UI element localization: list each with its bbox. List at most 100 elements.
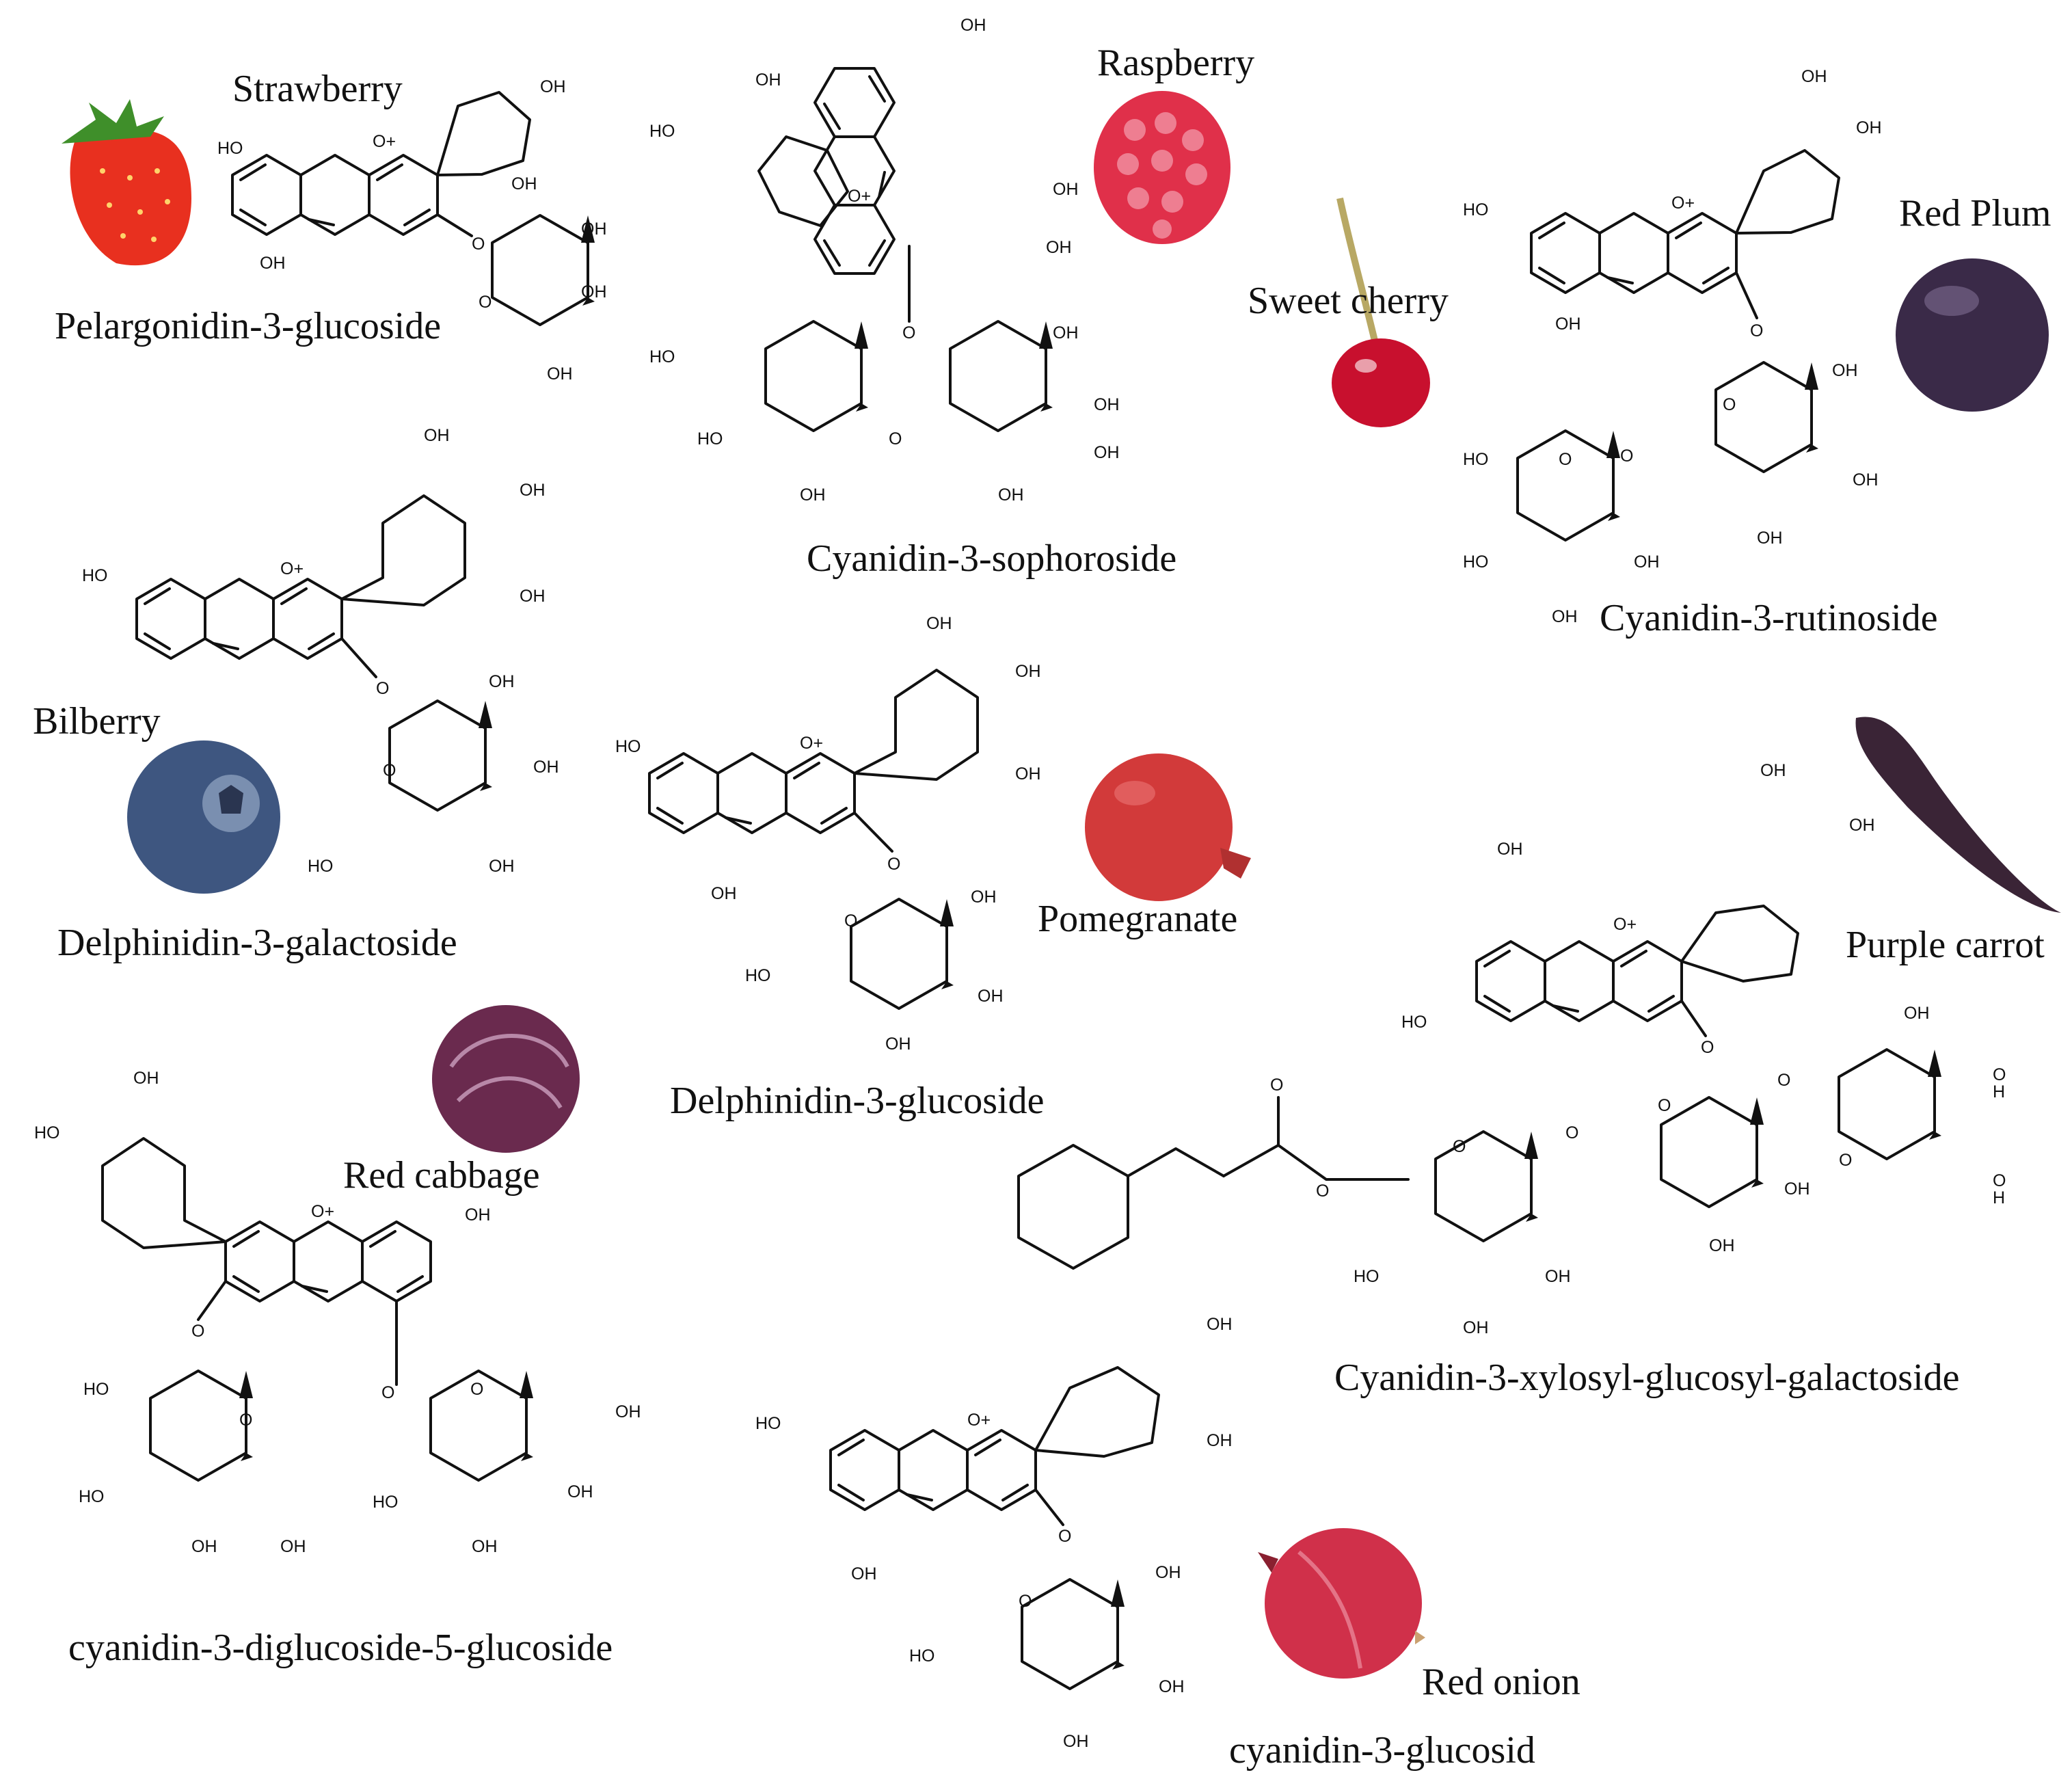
atom-label: OH bbox=[1463, 1318, 1489, 1337]
atom-label: O bbox=[1658, 1096, 1671, 1115]
atom-label: O+ bbox=[1613, 915, 1637, 934]
atom-label: OH bbox=[1904, 1004, 1930, 1023]
atom-label: OH bbox=[1053, 180, 1079, 199]
sweet-cherry-image bbox=[1332, 197, 1430, 427]
atom-label: HO bbox=[79, 1487, 105, 1506]
atom-label: O bbox=[1993, 1065, 2006, 1084]
atom-label: OH bbox=[998, 485, 1024, 505]
cherry-stem bbox=[1336, 197, 1381, 353]
label-cyanidin-3-xylosyl-glucosyl-galactoside: Cyanidin-3-xylosyl-glucosyl-galactoside bbox=[1334, 1357, 1959, 1399]
label-bilberry: Bilberry bbox=[33, 700, 161, 743]
atom-label: O+ bbox=[800, 734, 823, 753]
atom-label: HO bbox=[649, 347, 675, 366]
atom-label: OH bbox=[260, 254, 286, 273]
atom-label: OH bbox=[465, 1205, 491, 1225]
atom-label: O bbox=[1723, 395, 1736, 414]
structure-cyanidin-3-diglucoside-5-glucoside: O+ OH OH HO O HO HO OH OH O O O OH OH OH… bbox=[34, 1069, 641, 1556]
atom-label: HO bbox=[745, 966, 771, 985]
atom-label: O bbox=[383, 761, 396, 780]
purple-carrot-image bbox=[1855, 717, 2061, 913]
atom-label: OH bbox=[581, 282, 607, 302]
red-cabbage-image bbox=[432, 1005, 580, 1153]
structure-cyanidin-3-xylosyl-glucosyl-galactoside: HO OH O+ OH OH O O O OH OH OH O O H O H … bbox=[1017, 761, 2006, 1337]
atom-label: O bbox=[1620, 446, 1633, 466]
strawberry-image bbox=[62, 99, 191, 266]
atom-label: O+ bbox=[280, 559, 304, 578]
atom-label: OH bbox=[1801, 67, 1827, 86]
atom-label: OH bbox=[1094, 395, 1120, 414]
atom-label: O bbox=[470, 1380, 483, 1399]
atom-label: OH bbox=[851, 1564, 877, 1584]
atom-label: OH bbox=[800, 485, 826, 505]
atom-label: OH bbox=[520, 481, 546, 500]
atom-label: O bbox=[1270, 1076, 1283, 1095]
red-plum-image bbox=[1896, 258, 2049, 412]
atom-label: OH bbox=[1856, 118, 1882, 137]
label-red-onion: Red onion bbox=[1422, 1661, 1580, 1703]
atom-label: OH bbox=[424, 426, 450, 445]
atom-label: OH bbox=[1207, 1431, 1233, 1450]
atom-label: O bbox=[1565, 1123, 1578, 1143]
atom-label: O bbox=[1559, 450, 1572, 469]
atom-label: O bbox=[1058, 1527, 1071, 1546]
atom-label: O+ bbox=[967, 1411, 991, 1430]
atom-label: OH bbox=[1760, 761, 1786, 780]
atom-label: OH bbox=[511, 174, 537, 193]
atom-label: OH bbox=[971, 887, 997, 907]
strawberry-body bbox=[70, 129, 191, 266]
label-strawberry: Strawberry bbox=[232, 68, 403, 110]
label-delphinidin-3-glucoside: Delphinidin-3-glucoside bbox=[670, 1080, 1044, 1122]
structure-cyanidin-3-glucosid: HO OH O+ OH OH O O OH OH OH HO bbox=[755, 1315, 1233, 1751]
atom-label: OH bbox=[1015, 662, 1041, 681]
atom-label: HO bbox=[1463, 200, 1489, 219]
atom-label: O bbox=[191, 1322, 204, 1341]
label-cyanidin-3-rutinoside: Cyanidin-3-rutinoside bbox=[1600, 597, 1938, 639]
atom-label: HO bbox=[1401, 1013, 1427, 1032]
atom-label: O bbox=[472, 235, 485, 254]
atom-label: OH bbox=[615, 1402, 641, 1421]
atom-label: OH bbox=[1497, 840, 1523, 859]
label-cyanidin-3-diglucoside-5-glucoside: cyanidin-3-diglucoside-5-glucoside bbox=[68, 1627, 613, 1669]
atom-label: HO bbox=[373, 1493, 399, 1512]
atom-label: O bbox=[844, 911, 857, 931]
atom-label: OH bbox=[581, 219, 607, 239]
atom-label: OH bbox=[926, 614, 952, 633]
atom-label: O bbox=[1777, 1071, 1790, 1090]
atom-label: H bbox=[1993, 1188, 2005, 1207]
atom-label: O+ bbox=[373, 132, 396, 151]
atom-label: HO bbox=[82, 566, 108, 585]
atom-label: OH bbox=[1053, 323, 1079, 343]
atom-label: OH bbox=[755, 70, 781, 90]
atom-label: O+ bbox=[1671, 193, 1695, 213]
atom-label: OH bbox=[1207, 1315, 1233, 1334]
atom-label: OH bbox=[1757, 529, 1783, 548]
atom-label: HO bbox=[308, 857, 334, 876]
atom-label: OH bbox=[489, 672, 515, 691]
label-red-plum: Red Plum bbox=[1899, 192, 2051, 235]
atom-label: O bbox=[1019, 1592, 1032, 1611]
atom-label: O bbox=[1701, 1038, 1714, 1057]
atom-label: OH bbox=[1015, 764, 1041, 784]
atom-label: O bbox=[1750, 321, 1763, 340]
atom-label: H bbox=[1993, 1082, 2005, 1101]
atom-label: HO bbox=[615, 737, 641, 756]
label-sweet-cherry: Sweet cherry bbox=[1248, 280, 1449, 322]
structure-cyanidin-3-rutinoside: HO OH O+ OH OH O O OH OH OH O O HO HO OH… bbox=[1463, 67, 1882, 626]
atom-label: HO bbox=[649, 122, 675, 141]
red-onion-image bbox=[1258, 1528, 1425, 1679]
atom-label: O bbox=[376, 679, 389, 698]
atom-label: OH bbox=[520, 587, 546, 606]
atom-label: OH bbox=[280, 1537, 306, 1556]
atom-label: OH bbox=[1094, 443, 1120, 462]
atom-label: O+ bbox=[311, 1202, 334, 1221]
atom-label: HO bbox=[697, 429, 723, 449]
atom-label: OH bbox=[472, 1537, 498, 1556]
atom-label: OH bbox=[489, 857, 515, 876]
atom-label: HO bbox=[1354, 1267, 1380, 1286]
structure-cyanidin-3-sophoroside: OH OH O+ OH HO O HO HO OH O OH OH OH OH … bbox=[649, 16, 1120, 505]
atom-label: OH bbox=[567, 1482, 593, 1501]
label-purple-carrot: Purple carrot bbox=[1846, 924, 2045, 966]
atom-label: OH bbox=[1634, 552, 1660, 572]
atom-label: O bbox=[239, 1411, 252, 1430]
atom-label: HO bbox=[755, 1414, 781, 1433]
